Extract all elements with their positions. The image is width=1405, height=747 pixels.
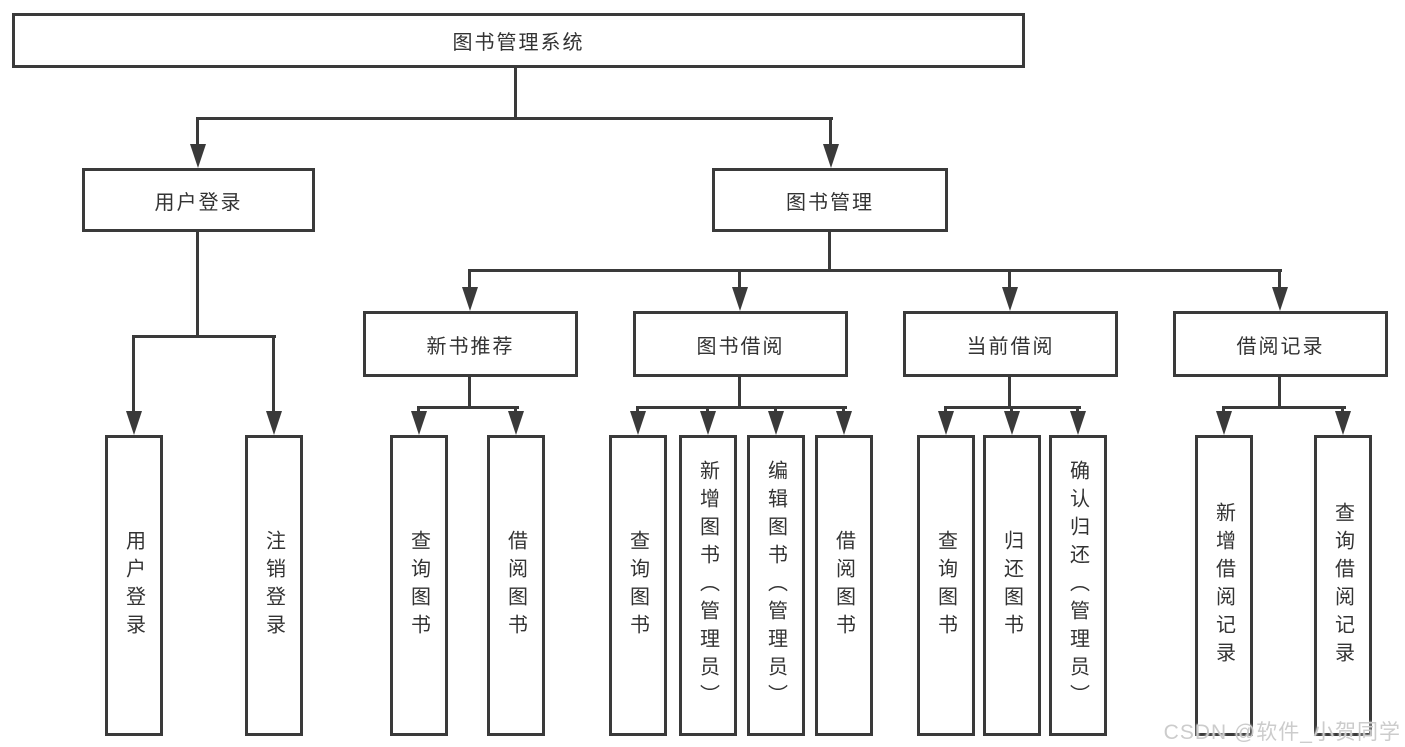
node-user-login: 用户登录 <box>82 168 315 232</box>
node-label: 查询图书 <box>626 529 649 642</box>
arrow-down-recommend-borrow <box>508 411 524 435</box>
arrow-down-current-return <box>1004 411 1020 435</box>
node-leaf-record-add-borrow-record: 新增借阅记录 <box>1195 435 1253 736</box>
connector-stem-leaf-logout <box>272 335 275 413</box>
connector-stem-current-query <box>944 406 947 414</box>
connector-stem-borrow-borrow <box>842 406 845 414</box>
connector-book-management-stem <box>828 232 831 272</box>
connector-root-hline <box>196 117 833 120</box>
connector-stem-current-confirm <box>1076 406 1079 414</box>
connector-stem-current-borrow <box>1008 269 1011 291</box>
arrow-down-borrow-edit <box>768 411 784 435</box>
arrow-down-leaf-user-login <box>126 411 142 435</box>
connector-stem-user-login <box>196 117 199 147</box>
connector-stem-leaf-user-login <box>132 335 135 413</box>
node-label: 新增图书（管理员） <box>696 459 719 712</box>
node-leaf-record-query-borrow-record: 查询借阅记录 <box>1314 435 1372 736</box>
connector-current-stem <box>1008 377 1011 409</box>
connector-stem-borrow-record <box>1278 269 1281 291</box>
node-label: 图书管理系统 <box>452 32 585 54</box>
connector-stem-record-query <box>1341 406 1344 414</box>
arrow-down-new-book-recommend <box>462 287 478 311</box>
node-label: 查询图书 <box>407 529 430 642</box>
node-label: 图书管理 <box>786 191 874 214</box>
connector-record-stem <box>1278 377 1281 409</box>
connector-user-login-hline <box>132 335 276 338</box>
node-book-management: 图书管理 <box>712 168 948 232</box>
connector-stem-book-management <box>829 117 832 147</box>
node-leaf-current-query-book: 查询图书 <box>917 435 975 736</box>
node-label: 借阅记录 <box>1236 335 1325 358</box>
node-borrow-record: 借阅记录 <box>1173 311 1388 377</box>
arrow-down-borrow-query <box>630 411 646 435</box>
connector-stem-current-return <box>1010 406 1013 414</box>
connector-stem-record-add <box>1222 406 1225 414</box>
arrow-down-current-confirm <box>1070 411 1086 435</box>
node-label: 用户登录 <box>122 529 145 642</box>
node-leaf-current-return-book: 归还图书 <box>983 435 1041 736</box>
connector-book-borrow-hline <box>636 406 847 409</box>
node-leaf-user-login: 用户登录 <box>105 435 163 736</box>
node-leaf-borrow-borrow-book: 借阅图书 <box>815 435 873 736</box>
connector-recommend-stem <box>468 377 471 409</box>
node-label: 查询借阅记录 <box>1331 501 1354 670</box>
arrow-down-book-management <box>823 144 839 168</box>
connector-user-login-stem <box>196 232 199 338</box>
node-label: 新书推荐 <box>426 335 515 358</box>
arrow-down-borrow-record <box>1272 287 1288 311</box>
node-label: 借阅图书 <box>832 529 855 642</box>
node-label: 确认归还（管理员） <box>1066 459 1089 712</box>
arrow-down-leaf-logout <box>266 411 282 435</box>
connector-record-hline <box>1222 406 1346 409</box>
node-leaf-logout: 注销登录 <box>245 435 303 736</box>
node-label: 查询图书 <box>934 529 957 642</box>
connector-stem-borrow-query <box>636 406 639 414</box>
arrow-down-user-login <box>190 144 206 168</box>
connector-stem-new-book-recommend <box>468 269 471 291</box>
connector-stem-book-borrow <box>738 269 741 291</box>
arrow-down-current-borrow <box>1002 287 1018 311</box>
node-new-book-recommend: 新书推荐 <box>363 311 578 377</box>
connector-stem-recommend-query <box>417 406 420 414</box>
node-label: 归还图书 <box>1000 529 1023 642</box>
connector-book-borrow-stem <box>738 377 741 409</box>
node-label: 用户登录 <box>154 191 243 214</box>
node-label: 当前借阅 <box>966 335 1055 358</box>
arrow-down-recommend-query <box>411 411 427 435</box>
connector-recommend-hline <box>417 406 519 409</box>
node-book-borrow: 图书借阅 <box>633 311 848 377</box>
node-label: 编辑图书（管理员） <box>764 459 787 712</box>
connector-stem-borrow-add <box>706 406 709 414</box>
arrow-down-book-borrow <box>732 287 748 311</box>
connector-stem-borrow-edit <box>774 406 777 414</box>
connector-book-management-hline <box>468 269 1282 272</box>
arrow-down-record-add <box>1216 411 1232 435</box>
connector-root-stem <box>514 68 517 118</box>
node-current-borrow: 当前借阅 <box>903 311 1118 377</box>
node-leaf-borrow-query-book: 查询图书 <box>609 435 667 736</box>
arrow-down-current-query <box>938 411 954 435</box>
node-leaf-recommend-borrow-book: 借阅图书 <box>487 435 545 736</box>
arrow-down-record-query <box>1335 411 1351 435</box>
connector-stem-recommend-borrow <box>514 406 517 414</box>
node-leaf-current-confirm-return-admin: 确认归还（管理员） <box>1049 435 1107 736</box>
node-leaf-recommend-query-book: 查询图书 <box>390 435 448 736</box>
node-label: 注销登录 <box>262 529 285 642</box>
node-label: 图书借阅 <box>696 335 785 358</box>
node-leaf-borrow-edit-book-admin: 编辑图书（管理员） <box>747 435 805 736</box>
node-leaf-borrow-add-book-admin: 新增图书（管理员） <box>679 435 737 736</box>
arrow-down-borrow-borrow <box>836 411 852 435</box>
node-library-management-system: 图书管理系统 <box>12 13 1025 68</box>
arrow-down-borrow-add <box>700 411 716 435</box>
node-label: 新增借阅记录 <box>1212 501 1235 670</box>
node-label: 借阅图书 <box>504 529 527 642</box>
csdn-watermark: CSDN @软件_小贺同学 <box>1163 721 1401 744</box>
